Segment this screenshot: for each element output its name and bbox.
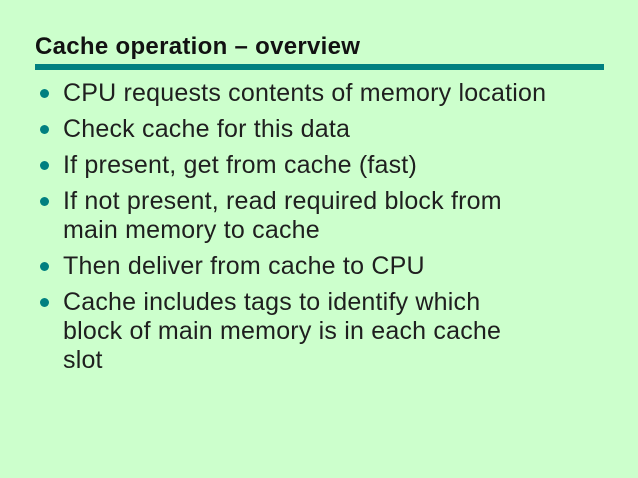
- list-item: CPU requests contents of memory location: [35, 79, 595, 108]
- list-item: If present, get from cache (fast): [35, 151, 595, 180]
- bullet-icon: [40, 161, 49, 170]
- bullet-icon: [40, 262, 49, 271]
- list-item: If not present, read required block from…: [35, 187, 595, 245]
- title-underline: [35, 64, 604, 70]
- bullet-text: CPU requests contents of memory location: [63, 79, 547, 107]
- list-item: Check cache for this data: [35, 115, 595, 144]
- bullet-text: Check cache for this data: [63, 115, 351, 143]
- bullet-text: If not present, read required block from…: [63, 187, 502, 244]
- bullet-list: CPU requests contents of memory location…: [35, 79, 595, 375]
- bullet-icon: [40, 298, 49, 307]
- list-item: Cache includes tags to identify which bl…: [35, 288, 595, 375]
- list-item: Then deliver from cache to CPU: [35, 252, 595, 281]
- bullet-text: Then deliver from cache to CPU: [63, 252, 425, 280]
- bullet-icon: [40, 197, 49, 206]
- bullet-icon: [40, 125, 49, 134]
- page-title: Cache operation – overview: [35, 33, 361, 60]
- bullet-icon: [40, 89, 49, 98]
- bullet-text: If present, get from cache (fast): [63, 151, 417, 179]
- bullet-text: Cache includes tags to identify which bl…: [63, 288, 502, 374]
